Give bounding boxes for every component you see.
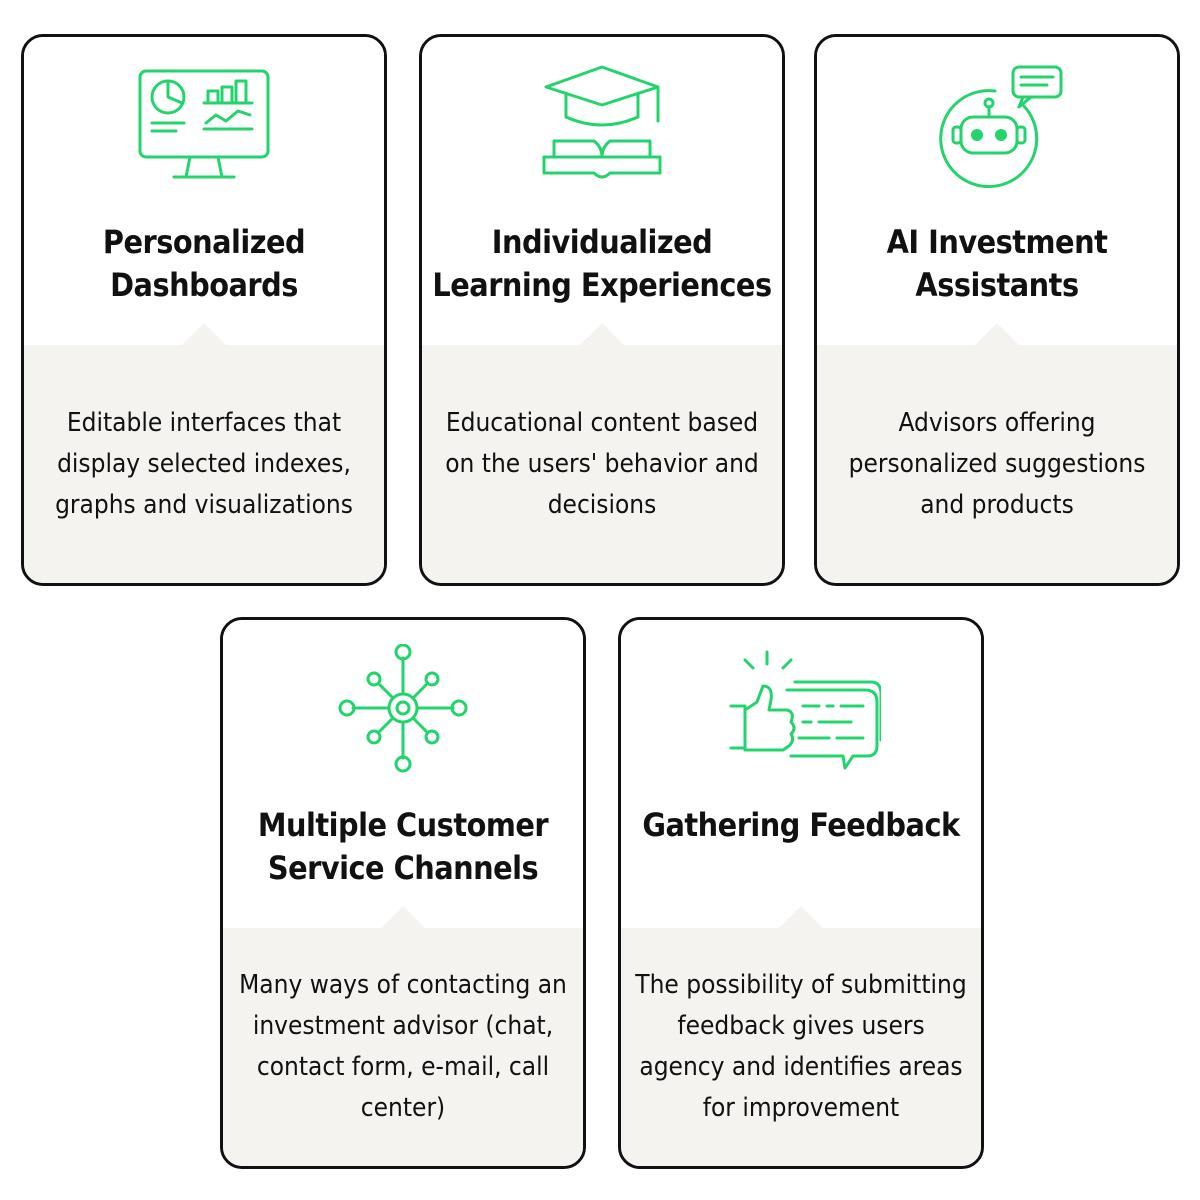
card-title: Personalized Dashboards bbox=[102, 223, 306, 304]
card-title: Gathering Feedback bbox=[642, 806, 960, 844]
card-multiple-customer-service-channels: Multiple Customer Service Channels Many … bbox=[220, 617, 586, 1169]
card-personalized-dashboards: Personalized Dashboards Editable interfa… bbox=[21, 34, 387, 586]
card-description: Editable interfaces that display selecte… bbox=[55, 407, 353, 520]
card-individualized-learning: Individualized Learning Experiences Educ… bbox=[419, 34, 785, 586]
card-gathering-feedback: Gathering Feedback The possibility of su… bbox=[618, 617, 984, 1169]
network-hub-icon bbox=[338, 644, 468, 773]
robot-chat-icon bbox=[939, 65, 1063, 189]
card-description: Many ways of contacting an investment ad… bbox=[239, 970, 567, 1123]
card-title: Multiple Customer Service Channels bbox=[257, 806, 549, 887]
card-title: Individualized Learning Experiences bbox=[432, 223, 772, 304]
card-title: AI Investment Assistants bbox=[886, 223, 1108, 304]
graduation-cap-book-icon bbox=[542, 65, 662, 179]
thumbs-up-feedback-icon bbox=[729, 650, 881, 770]
card-description: The possibility of submitting feedback g… bbox=[635, 970, 967, 1123]
card-description: Educational content based on the users' … bbox=[445, 407, 759, 520]
card-description: Advisors offering personalized suggestio… bbox=[848, 407, 1146, 520]
dashboard-monitor-icon bbox=[138, 69, 270, 179]
card-ai-investment-assistants: AI Investment Assistants Advisors offeri… bbox=[814, 34, 1180, 586]
